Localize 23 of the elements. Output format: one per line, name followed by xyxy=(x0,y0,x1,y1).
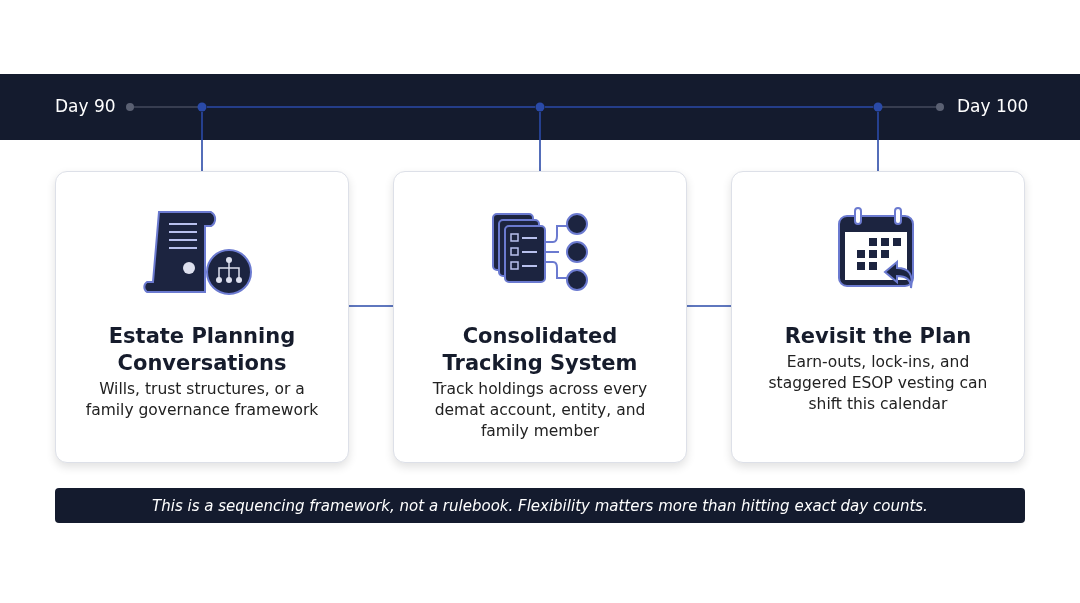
card-title: Revisit the Plan xyxy=(783,323,973,350)
connector-line xyxy=(348,305,394,307)
timeline-dot xyxy=(535,102,545,112)
card-title: Consolidated Tracking System xyxy=(441,323,639,377)
connector-line xyxy=(877,111,879,172)
card-description: Earn-outs, lock-ins, and staggered ESOP vesting can shift this calendar xyxy=(767,352,989,415)
card-title: Estate Planning Conversations xyxy=(107,323,297,377)
card-description: Track holdings across every demat account, entity, and family member xyxy=(431,379,649,442)
connector-line xyxy=(539,111,541,172)
connector-line xyxy=(686,305,732,307)
note-text: This is a sequencing framework, not a rulebook. Flexibility matters more than hitting exact day counts. xyxy=(152,496,928,515)
timeline-dot xyxy=(873,102,883,112)
step-card xyxy=(393,171,687,463)
timeline-dot xyxy=(197,102,207,112)
day-label: Day 90 xyxy=(55,96,116,116)
connector-line xyxy=(544,106,874,108)
connector-line xyxy=(201,111,203,172)
step-card xyxy=(55,171,349,463)
note-banner xyxy=(55,488,1025,523)
day-label: Day 100 xyxy=(957,96,1029,116)
card-description: Wills, trust structures, or a family governance framework xyxy=(84,379,320,421)
step-card xyxy=(731,171,1025,463)
connector-line xyxy=(206,106,536,108)
